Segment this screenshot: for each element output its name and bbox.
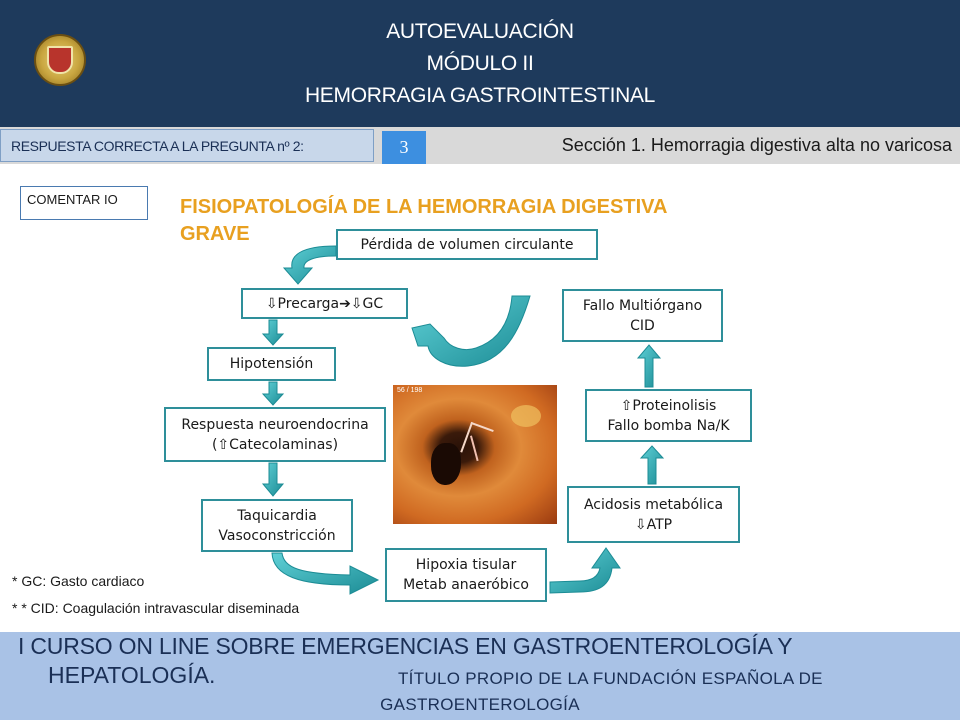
box-precarga: ⇩Precarga➔⇩GC	[241, 288, 408, 319]
box-fallo-line2: CID	[630, 317, 655, 334]
box-proteo-line1: ⇧Proteinolisis	[620, 397, 717, 414]
header-title-line1: AUTOEVALUACIÓN	[386, 20, 574, 43]
comment-button[interactable]: COMENTAR IO	[20, 186, 148, 220]
question-label: RESPUESTA CORRECTA A LA PREGUNTA nº 2:	[0, 129, 374, 162]
section-title: Sección 1. Hemorragia digestiva alta no …	[561, 135, 952, 155]
box-hipoxia-line1: Hipoxia tisular	[415, 557, 517, 573]
box-hipoxia-line2: Metab anaeróbico	[403, 577, 529, 593]
box-fallo-multiorgano: Fallo Multiórgano CID	[562, 289, 723, 342]
box-fallo-line1: Fallo Multiórgano	[582, 297, 703, 314]
footer-line2b: TÍTULO PROPIO DE LA FUNDACIÓN ESPAÑOLA D…	[398, 669, 823, 688]
header-bar	[0, 0, 960, 127]
box-taquicardia: Taquicardia Vasoconstricción	[201, 499, 353, 552]
header-title-line3: HEMORRAGIA GASTROINTESTINAL	[304, 84, 656, 107]
photo-caption: 56 / 198	[397, 387, 423, 394]
box-hipotension-text: Hipotensión	[229, 356, 314, 372]
answer-number: 3	[382, 131, 426, 164]
university-crest-logo	[34, 34, 86, 86]
footer-bar	[0, 632, 960, 720]
footer-line3: GASTROENTEROLOGÍA	[380, 695, 580, 714]
box-hipotension: Hipotensión	[207, 347, 336, 381]
box-taqui-line1: Taquicardia	[237, 507, 317, 524]
box-respuesta-neuroendocrina: Respuesta neuroendocrina (⇧Catecolaminas…	[164, 407, 386, 462]
box-perdida-volumen-text: Pérdida de volumen circulante	[360, 236, 574, 253]
footer-line2a: HEPATOLOGÍA.	[48, 662, 216, 688]
note-cid: * * CID: Coagulación intravascular disem…	[12, 600, 300, 616]
box-precarga-text: ⇩Precarga➔⇩GC	[265, 295, 384, 312]
box-acidosis: Acidosis metabólica ⇩ATP	[567, 486, 740, 543]
diagram-title: FISIOPATOLOGÍA DE LA HEMORRAGIA DIGESTIV…	[180, 196, 667, 245]
endoscopy-photo: 56 / 198	[393, 385, 557, 524]
note-gc: * GC: Gasto cardiaco	[12, 573, 145, 589]
box-proteo-line2: Fallo bomba Na/K	[607, 417, 730, 434]
box-hipoxia: Hipoxia tisular Metab anaeróbico	[385, 548, 547, 602]
box-perdida-volumen: Pérdida de volumen circulante	[336, 229, 598, 260]
box-neuro-line2: (⇧Catecolaminas)	[211, 436, 339, 453]
box-acidosis-line2: ⇩ATP	[634, 516, 673, 533]
box-proteinolisis: ⇧Proteinolisis Fallo bomba Na/K	[585, 389, 752, 442]
footer-line1: I CURSO ON LINE SOBRE EMERGENCIAS EN GAS…	[18, 633, 793, 659]
header-title-line2: MÓDULO II	[426, 52, 534, 75]
box-taqui-line2: Vasoconstricción	[218, 527, 336, 544]
box-neuro-line1: Respuesta neuroendocrina	[181, 416, 369, 433]
box-acidosis-line1: Acidosis metabólica	[583, 496, 724, 513]
